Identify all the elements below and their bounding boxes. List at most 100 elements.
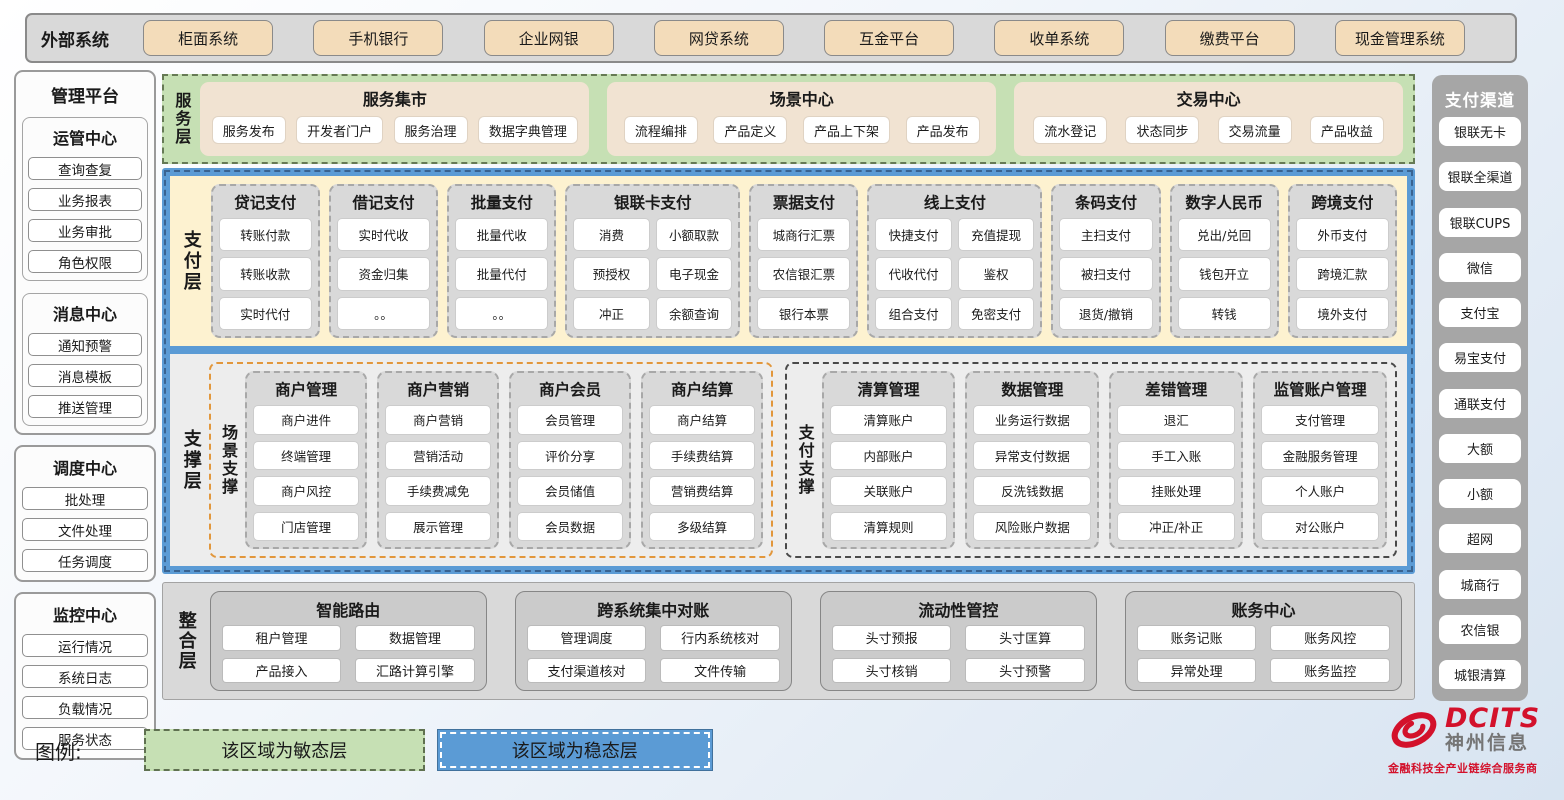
capability-button[interactable]: 商户风控 — [254, 477, 359, 505]
capability-button[interactable]: 资金归集 — [337, 258, 430, 290]
management-item-button[interactable]: 推送管理 — [28, 395, 142, 418]
integration-button[interactable]: 异常处理 — [1137, 658, 1256, 682]
service-module-button[interactable]: 服务治理 — [394, 117, 467, 143]
capability-button[interactable]: 营销活动 — [386, 441, 491, 469]
management-item-button[interactable]: 文件处理 — [22, 518, 148, 541]
capability-button[interactable]: 多级结算 — [650, 512, 755, 540]
integration-button[interactable]: 头寸匡算 — [966, 626, 1084, 650]
capability-button[interactable]: 代收代付 — [876, 258, 951, 290]
integration-button[interactable]: 汇路计算引擎 — [356, 658, 474, 682]
integration-button[interactable]: 行内系统核对 — [661, 626, 779, 650]
integration-button[interactable]: 租户管理 — [222, 626, 341, 650]
service-module-button[interactable]: 交易流量 — [1218, 117, 1291, 143]
capability-button[interactable]: 反洗钱数据 — [974, 477, 1091, 505]
payment-channel-button[interactable]: 微信 — [1439, 252, 1521, 282]
integration-button[interactable]: 头寸预警 — [966, 658, 1084, 682]
external-system-button[interactable]: 企业网银 — [483, 20, 614, 56]
management-item-button[interactable]: 查询查复 — [28, 157, 142, 180]
payment-channel-button[interactable]: 城商行 — [1439, 569, 1521, 599]
integration-button[interactable]: 头寸预报 — [832, 626, 951, 650]
payment-channel-button[interactable]: 大额 — [1439, 433, 1521, 463]
capability-button[interactable]: 会员储值 — [518, 477, 623, 505]
external-system-button[interactable]: 互金平台 — [824, 20, 955, 56]
payment-channel-button[interactable]: 城银清算 — [1439, 660, 1521, 689]
capability-button[interactable]: 冲正 — [574, 297, 649, 329]
capability-button[interactable]: 异常支付数据 — [974, 441, 1091, 469]
payment-channel-button[interactable]: 超网 — [1439, 524, 1521, 554]
service-module-button[interactable]: 服务发布 — [212, 117, 285, 143]
capability-button[interactable]: 退货/撤销 — [1060, 297, 1152, 329]
service-module-button[interactable]: 产品发布 — [906, 117, 979, 143]
capability-button[interactable]: 内部账户 — [830, 441, 947, 469]
capability-button[interactable]: 。。 — [337, 297, 430, 329]
capability-button[interactable]: 个人账户 — [1262, 477, 1378, 505]
integration-button[interactable]: 产品接入 — [222, 658, 341, 682]
integration-button[interactable]: 支付渠道核对 — [527, 658, 646, 682]
capability-button[interactable]: 会员管理 — [518, 406, 623, 434]
management-item-button[interactable]: 任务调度 — [22, 549, 148, 572]
capability-button[interactable]: 风险账户数据 — [974, 512, 1091, 540]
capability-button[interactable]: 转账收款 — [219, 258, 311, 290]
capability-button[interactable]: 金融服务管理 — [1262, 441, 1378, 469]
payment-channel-button[interactable]: 小额 — [1439, 479, 1521, 508]
integration-button[interactable]: 账务风控 — [1271, 626, 1389, 650]
capability-button[interactable]: 。。 — [456, 297, 548, 329]
capability-button[interactable]: 主扫支付 — [1060, 219, 1152, 251]
management-item-button[interactable]: 业务审批 — [28, 219, 142, 242]
external-system-button[interactable]: 收单系统 — [994, 20, 1125, 56]
capability-button[interactable]: 实时代收 — [337, 219, 430, 251]
capability-button[interactable]: 转账付款 — [219, 219, 311, 251]
capability-button[interactable]: 境外支付 — [1296, 297, 1388, 329]
management-item-button[interactable]: 消息模板 — [28, 364, 142, 387]
service-module-button[interactable]: 产品收益 — [1310, 117, 1383, 143]
integration-button[interactable]: 头寸核销 — [832, 658, 951, 682]
integration-button[interactable]: 账务监控 — [1271, 658, 1389, 682]
service-module-button[interactable]: 产品上下架 — [803, 117, 889, 143]
capability-button[interactable]: 会员数据 — [518, 512, 623, 540]
capability-button[interactable]: 商户营销 — [386, 406, 491, 434]
capability-button[interactable]: 手工入账 — [1118, 441, 1235, 469]
external-system-button[interactable]: 现金管理系统 — [1334, 20, 1465, 56]
capability-button[interactable]: 商户进件 — [254, 406, 359, 434]
capability-button[interactable]: 业务运行数据 — [974, 406, 1091, 434]
capability-button[interactable]: 清算账户 — [830, 406, 947, 434]
payment-channel-button[interactable]: 支付宝 — [1439, 298, 1521, 327]
capability-button[interactable]: 清算规则 — [830, 512, 947, 540]
capability-button[interactable]: 兑出/兑回 — [1178, 219, 1270, 251]
payment-channel-button[interactable]: 银联CUPS — [1439, 207, 1521, 237]
service-module-button[interactable]: 开发者门户 — [297, 117, 383, 143]
capability-button[interactable]: 被扫支付 — [1060, 258, 1152, 290]
capability-button[interactable]: 余额查询 — [656, 297, 732, 329]
capability-button[interactable]: 城商行汇票 — [758, 219, 850, 251]
capability-button[interactable]: 终端管理 — [254, 441, 359, 469]
capability-button[interactable]: 外币支付 — [1296, 219, 1388, 251]
management-item-button[interactable]: 负载情况 — [22, 696, 148, 719]
integration-button[interactable]: 账务记账 — [1137, 626, 1256, 650]
management-item-button[interactable]: 系统日志 — [22, 665, 148, 688]
capability-button[interactable]: 银行本票 — [758, 297, 850, 329]
management-item-button[interactable]: 角色权限 — [28, 250, 142, 273]
capability-button[interactable]: 消费 — [574, 219, 649, 251]
capability-button[interactable]: 支付管理 — [1262, 406, 1378, 434]
capability-button[interactable]: 免密支付 — [958, 297, 1034, 329]
capability-button[interactable]: 组合支付 — [876, 297, 951, 329]
service-module-button[interactable]: 产品定义 — [714, 117, 787, 143]
capability-button[interactable]: 农信银汇票 — [758, 258, 850, 290]
capability-button[interactable]: 鉴权 — [958, 258, 1034, 290]
management-item-button[interactable]: 服务状态 — [22, 727, 148, 750]
capability-button[interactable]: 评价分享 — [518, 441, 623, 469]
capability-button[interactable]: 快捷支付 — [876, 219, 951, 251]
payment-channel-button[interactable]: 银联无卡 — [1439, 117, 1521, 146]
external-system-button[interactable]: 手机银行 — [313, 20, 444, 56]
service-module-button[interactable]: 流程编排 — [624, 117, 697, 143]
service-module-button[interactable]: 流水登记 — [1034, 117, 1107, 143]
integration-button[interactable]: 管理调度 — [527, 626, 646, 650]
capability-button[interactable]: 退汇 — [1118, 406, 1235, 434]
external-system-button[interactable]: 缴费平台 — [1164, 20, 1295, 56]
capability-button[interactable]: 批量代付 — [456, 258, 548, 290]
capability-button[interactable]: 手续费减免 — [386, 477, 491, 505]
management-item-button[interactable]: 运行情况 — [22, 634, 148, 657]
external-system-button[interactable]: 网贷系统 — [653, 20, 784, 56]
capability-button[interactable]: 实时代付 — [219, 297, 311, 329]
payment-channel-button[interactable]: 通联支付 — [1439, 388, 1521, 418]
